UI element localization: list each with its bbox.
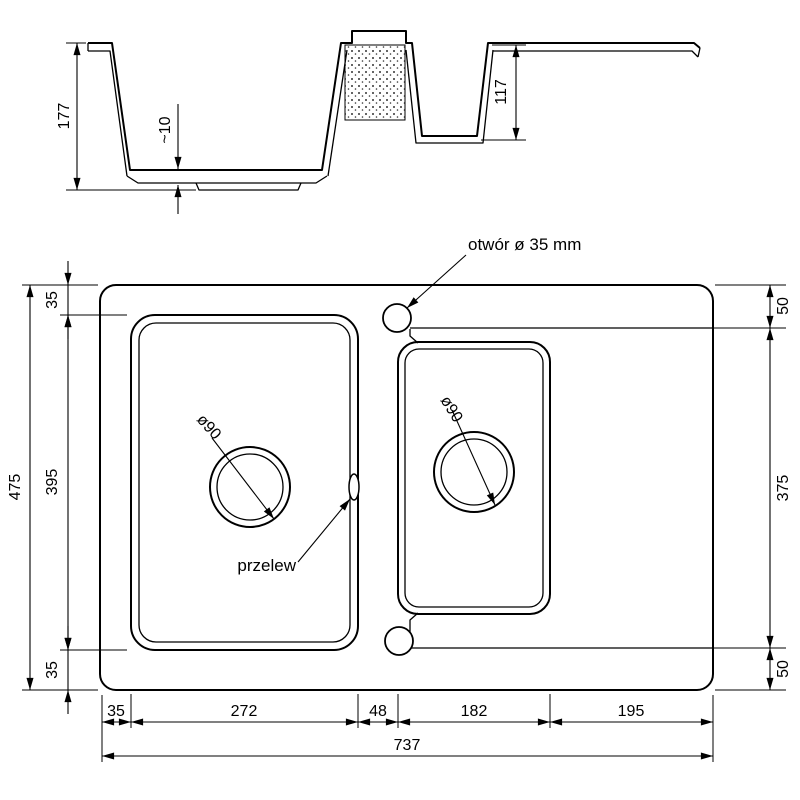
dim-label-seg-1: 272 <box>231 703 258 720</box>
leader-line <box>211 437 275 520</box>
dim-label-seg-0: 35 <box>107 703 125 720</box>
section-divider-hatch <box>344 44 406 121</box>
main-drain-outer <box>209 446 291 528</box>
dim-label-right-bottom: 50 <box>775 660 792 678</box>
section-small-basin-outer <box>405 49 494 144</box>
dimension-depth-secondary: 117 <box>481 44 526 141</box>
dim-label-left-top: 35 <box>44 291 61 309</box>
drain-secondary-label: ø90 <box>437 393 466 425</box>
section-bottom-groove <box>195 182 302 191</box>
overflow-opening <box>348 473 360 501</box>
plan-view: otwór ø 35 mm przelew ø90 ø90 475 35 <box>7 235 792 762</box>
dim-label-seg-4: 195 <box>618 703 645 720</box>
secondary-drain-outer <box>433 431 515 513</box>
dimension-bottom-thickness: ~10 <box>157 104 182 214</box>
secondary-basin-outline <box>397 341 551 615</box>
section-divider-wall-outer <box>327 49 348 177</box>
dim-label-depth-secondary: 117 <box>493 79 510 105</box>
annotation-drain-main: ø90 <box>193 411 275 520</box>
dim-label-left-bottom: 35 <box>44 661 61 679</box>
dimensions-right: 50 375 50 <box>712 284 792 691</box>
dim-label-overall-height: 475 <box>7 474 24 501</box>
section-right-end-line <box>697 47 701 58</box>
dim-label-depth-main: 177 <box>56 103 73 130</box>
overflow-label: przelew <box>237 556 296 575</box>
sink-outer-edge <box>99 284 714 691</box>
section-left-wall-outer <box>88 50 128 177</box>
section-basin-bottom-outer <box>126 175 328 184</box>
drain-main-label: ø90 <box>193 411 224 443</box>
dim-label-overall-width: 737 <box>394 737 421 754</box>
main-drain-inner <box>216 453 284 521</box>
annotation-overflow: przelew <box>237 498 351 575</box>
leader-line <box>451 409 496 506</box>
annotation-tap-hole: otwór ø 35 mm <box>406 235 581 309</box>
secondary-basin-inner-line <box>404 348 544 608</box>
dim-label-seg-2: 48 <box>369 703 387 720</box>
dim-label-right-top: 50 <box>775 297 792 315</box>
cross-section-view: 177 ~10 117 <box>56 30 701 214</box>
leader-line <box>406 254 467 309</box>
dim-label-seg-3: 182 <box>461 703 488 720</box>
main-basin-inner-line <box>138 322 351 643</box>
section-profile-line <box>88 30 701 171</box>
secondary-drain-inner <box>440 438 508 506</box>
main-basin-outline <box>130 314 359 651</box>
dimension-depth-main: 177 <box>56 42 196 191</box>
drainer-step-top <box>409 329 419 344</box>
tap-hole-bottom <box>384 626 414 656</box>
tap-hole-label: otwór ø 35 mm <box>468 235 581 254</box>
dimensions-left: 475 35 395 35 <box>7 261 127 714</box>
leader-line <box>297 498 351 563</box>
tap-hole-top <box>382 303 412 333</box>
section-right-flange-underside <box>493 50 699 58</box>
dim-label-bottom-thickness: ~10 <box>157 116 174 143</box>
dimensions-bottom: 35 272 48 182 195 737 <box>101 694 714 762</box>
dim-label-right-middle: 375 <box>775 475 792 502</box>
dim-label-left-middle: 395 <box>44 469 61 496</box>
